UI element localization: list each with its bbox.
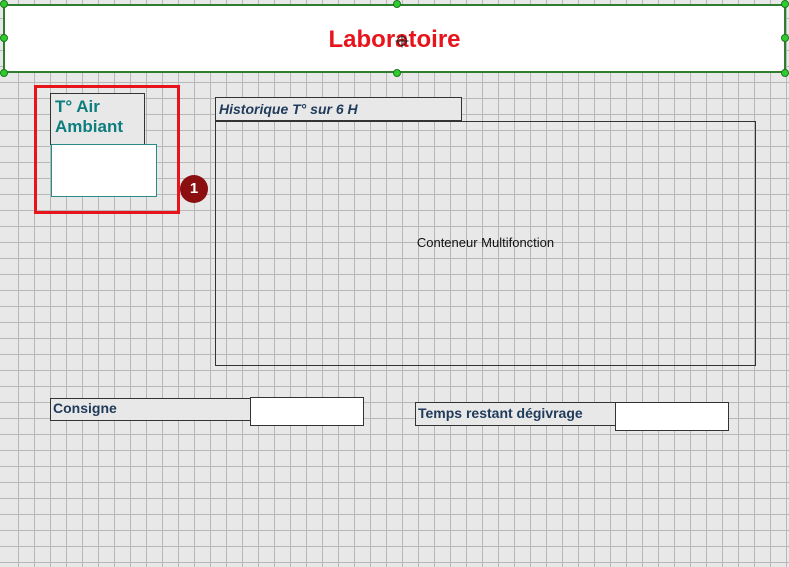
highlight-frame — [34, 85, 180, 214]
resize-handle-icon[interactable] — [0, 34, 8, 42]
resize-handle-icon[interactable] — [393, 0, 401, 8]
history-label-box[interactable]: Historique T° sur 6 H — [215, 97, 462, 121]
air-temp-label-box[interactable]: T° Air Ambiant — [50, 93, 145, 145]
resize-handle-icon[interactable] — [781, 0, 789, 8]
defrost-time-label-box[interactable]: Temps restant dégivrage — [415, 402, 616, 426]
setpoint-value-field[interactable] — [250, 397, 364, 426]
resize-handle-icon[interactable] — [781, 34, 789, 42]
multifunction-container-label: Conteneur Multifonction — [416, 235, 555, 250]
setpoint-label-box[interactable]: Consigne — [50, 398, 251, 421]
setpoint-label: Consigne — [53, 400, 117, 416]
resize-handle-icon[interactable] — [0, 69, 8, 77]
history-label: Historique T° sur 6 H — [219, 101, 358, 117]
multifunction-container[interactable]: Conteneur Multifonction — [215, 121, 756, 366]
air-temp-value-field[interactable] — [51, 144, 157, 197]
callout-badge: 1 — [180, 175, 208, 203]
resize-handle-icon[interactable] — [0, 0, 8, 8]
page-title: Laboratoire — [328, 26, 461, 53]
defrost-time-value-field[interactable] — [615, 402, 729, 431]
air-temp-label: T° Air Ambiant — [55, 97, 123, 136]
defrost-time-label: Temps restant dégivrage — [418, 405, 583, 421]
title-band[interactable]: Laboratoire — [3, 4, 786, 73]
resize-handle-icon[interactable] — [781, 69, 789, 77]
move-cursor-icon — [395, 34, 409, 48]
resize-handle-icon[interactable] — [393, 69, 401, 77]
